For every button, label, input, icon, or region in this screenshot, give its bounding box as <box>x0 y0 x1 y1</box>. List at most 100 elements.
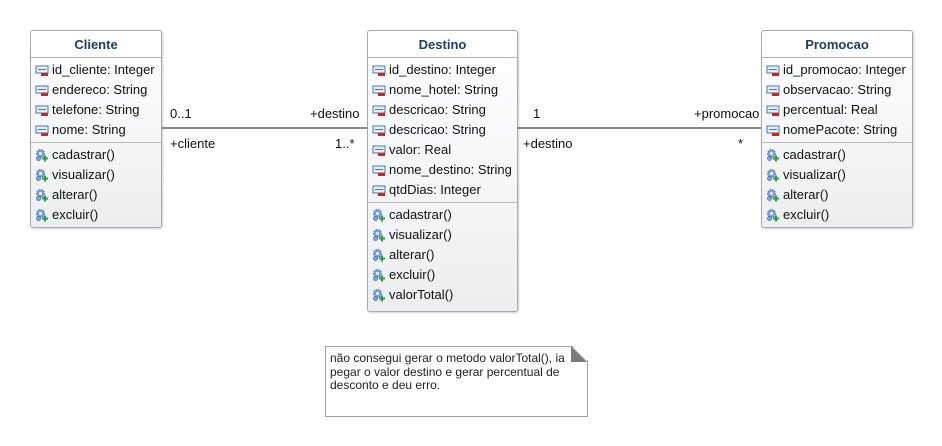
operation-text: cadastrar() <box>52 147 115 162</box>
private-attribute-icon <box>372 143 386 157</box>
role-promocao: +promocao <box>694 106 760 121</box>
note-fold-corner <box>571 346 587 362</box>
operation-row[interactable]: visualizar() <box>368 225 517 245</box>
attribute-text: percentual: Real <box>783 102 878 117</box>
operation-text: visualizar() <box>389 227 452 242</box>
role-destino: +destino <box>310 106 360 121</box>
multiplicity-cliente-end: 0..1 <box>170 106 192 121</box>
operation-row[interactable]: excluir() <box>762 205 912 225</box>
attribute-row[interactable]: id_destino: Integer <box>368 60 517 80</box>
note-text: não consegui gerar o metodo valorTotal()… <box>330 351 565 392</box>
attribute-row[interactable]: observacao: String <box>762 80 912 100</box>
operation-text: visualizar() <box>52 167 115 182</box>
class-name: Destino <box>368 31 517 58</box>
class-name: Cliente <box>31 31 161 58</box>
public-operation-icon <box>766 168 780 182</box>
attribute-text: qtdDias: Integer <box>389 182 481 197</box>
public-operation-icon <box>372 208 386 222</box>
public-operation-icon <box>766 188 780 202</box>
attribute-text: descricao: String <box>389 102 486 117</box>
attribute-text: id_destino: Integer <box>389 62 496 77</box>
operation-text: excluir() <box>52 207 99 222</box>
operations-compartment: cadastrar() visualizar() alterar() excluir(… <box>368 203 517 307</box>
public-operation-icon <box>766 208 780 222</box>
private-attribute-icon <box>372 83 386 97</box>
attribute-text: descricao: String <box>389 122 486 137</box>
attribute-text: telefone: String <box>52 102 140 117</box>
operation-row[interactable]: alterar() <box>31 185 161 205</box>
operation-row[interactable]: cadastrar() <box>31 145 161 165</box>
attribute-row[interactable]: qtdDias: Integer <box>368 180 517 200</box>
attribute-row[interactable]: id_cliente: Integer <box>31 60 161 80</box>
attribute-row[interactable]: valor: Real <box>368 140 517 160</box>
attribute-row[interactable]: telefone: String <box>31 100 161 120</box>
attribute-text: observacao: String <box>783 82 892 97</box>
multiplicity-destino-end: 1..* <box>335 136 355 151</box>
public-operation-icon <box>372 248 386 262</box>
operation-text: alterar() <box>389 247 435 262</box>
operation-row[interactable]: alterar() <box>368 245 517 265</box>
class-cliente[interactable]: Cliente id_cliente: Integer endereco: Str… <box>30 30 162 228</box>
operation-text: alterar() <box>52 187 98 202</box>
attribute-row[interactable]: nome_destino: String <box>368 160 517 180</box>
attribute-row[interactable]: endereco: String <box>31 80 161 100</box>
multiplicity-destino-end: 1 <box>533 106 541 121</box>
operation-row[interactable]: visualizar() <box>762 165 912 185</box>
attribute-text: endereco: String <box>52 82 148 97</box>
attribute-text: nomePacote: String <box>783 122 898 137</box>
private-attribute-icon <box>372 63 386 77</box>
attribute-row[interactable]: descricao: String <box>368 100 517 120</box>
private-attribute-icon <box>766 63 780 77</box>
class-promocao[interactable]: Promocao id_promocao: Integer observacao:… <box>761 30 913 228</box>
operation-row[interactable]: valorTotal() <box>368 285 517 305</box>
public-operation-icon <box>35 168 49 182</box>
operation-row[interactable]: alterar() <box>762 185 912 205</box>
private-attribute-icon <box>35 103 49 117</box>
operation-text: alterar() <box>783 187 829 202</box>
public-operation-icon <box>372 228 386 242</box>
operation-row[interactable]: visualizar() <box>31 165 161 185</box>
public-operation-icon <box>35 188 49 202</box>
public-operation-icon <box>372 288 386 302</box>
public-operation-icon <box>35 208 49 222</box>
role-destino: +destino <box>523 136 573 151</box>
operation-text: visualizar() <box>783 167 846 182</box>
operation-row[interactable]: excluir() <box>368 265 517 285</box>
attribute-row[interactable]: nome_hotel: String <box>368 80 517 100</box>
attribute-row[interactable]: id_promocao: Integer <box>762 60 912 80</box>
private-attribute-icon <box>766 123 780 137</box>
attribute-text: valor: Real <box>389 142 452 157</box>
private-attribute-icon <box>372 123 386 137</box>
note[interactable] <box>325 346 588 417</box>
class-name: Promocao <box>762 31 912 58</box>
operation-row[interactable]: excluir() <box>31 205 161 225</box>
attribute-row[interactable]: nomePacote: String <box>762 120 912 140</box>
attribute-row[interactable]: percentual: Real <box>762 100 912 120</box>
operations-compartment: cadastrar() visualizar() alterar() excluir(… <box>31 143 161 227</box>
attributes-compartment: id_promocao: Integer observacao: String pe… <box>762 58 912 143</box>
private-attribute-icon <box>372 103 386 117</box>
operation-text: cadastrar() <box>783 147 846 162</box>
public-operation-icon <box>372 268 386 282</box>
attributes-compartment: id_destino: Integer nome_hotel: String des… <box>368 58 517 203</box>
private-attribute-icon <box>35 63 49 77</box>
attribute-text: id_promocao: Integer <box>783 62 906 77</box>
public-operation-icon <box>766 148 780 162</box>
attribute-row[interactable]: nome: String <box>31 120 161 140</box>
operation-row[interactable]: cadastrar() <box>762 145 912 165</box>
class-destino[interactable]: Destino id_destino: Integer nome_hotel: S… <box>367 30 518 312</box>
attribute-text: id_cliente: Integer <box>52 62 155 77</box>
operation-text: excluir() <box>389 267 436 282</box>
multiplicity-promocao-end: * <box>738 136 744 151</box>
attributes-compartment: id_cliente: Integer endereco: String telef… <box>31 58 161 143</box>
private-attribute-icon <box>372 183 386 197</box>
private-attribute-icon <box>35 123 49 137</box>
private-attribute-icon <box>766 83 780 97</box>
role-cliente: +cliente <box>170 136 216 151</box>
attribute-text: nome: String <box>52 122 126 137</box>
operation-text: valorTotal() <box>389 287 454 302</box>
operation-row[interactable]: cadastrar() <box>368 205 517 225</box>
operation-text: cadastrar() <box>389 207 452 222</box>
attribute-row[interactable]: descricao: String <box>368 120 517 140</box>
